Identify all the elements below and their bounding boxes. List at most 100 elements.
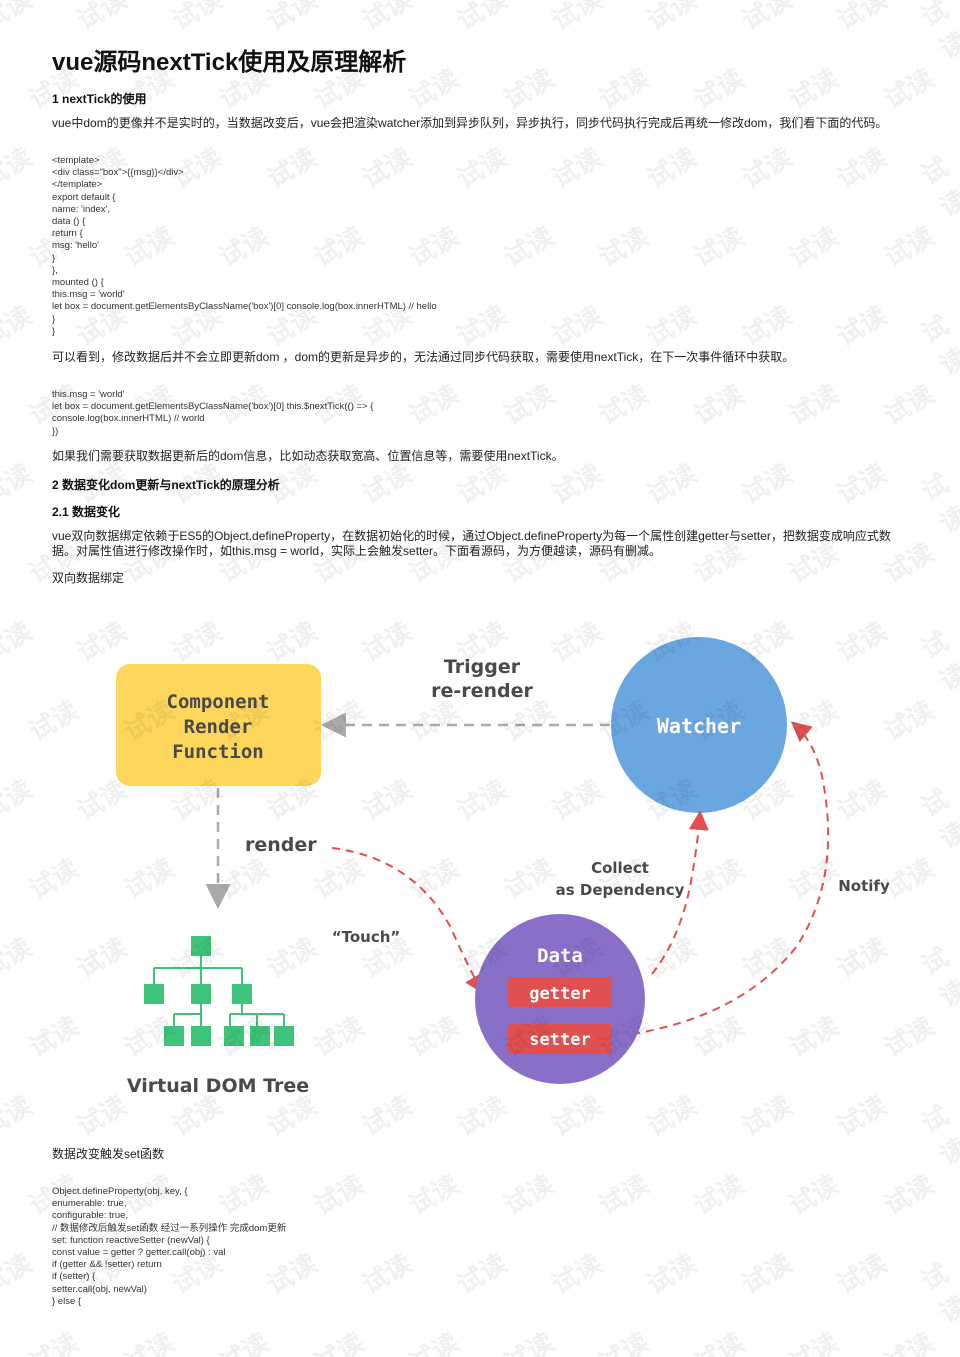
watermark-text: 试读 (357, 1248, 418, 1301)
vdom-label: Virtual DOM Tree (127, 1075, 309, 1097)
watermark-text: 试读 (916, 0, 960, 66)
watermark-text: 试读 (452, 1248, 513, 1301)
section-1-heading: 1 nextTick的使用 (52, 92, 147, 106)
watermark-text: 试读 (0, 1090, 38, 1143)
watermark-text: 试读 (879, 379, 940, 432)
section-2-heading: 2 数据变化dom更新与nextTick的原理分析 (52, 478, 280, 492)
watermark-text: 试读 (547, 0, 608, 37)
two-way-binding-diagram: Component Render Function Trigger re-ren… (116, 637, 890, 1097)
watermark-text: 试读 (309, 1169, 370, 1222)
code-line: name: 'index', (52, 203, 111, 215)
watermark-text: 试读 (547, 1248, 608, 1301)
watcher-circle (611, 637, 787, 813)
watermark-text: 试读 (879, 63, 940, 116)
code-line: export default { (52, 191, 116, 203)
code-line: }, (52, 264, 58, 276)
code-line: set: function reactiveSetter (newVal) { (52, 1234, 210, 1246)
trigger-label-1: Trigger (444, 656, 521, 678)
watermark-text: 试读 (0, 0, 38, 37)
watermark-text: 试读 (404, 379, 465, 432)
watermark-text: 试读 (642, 300, 703, 353)
collect-label-2: as Dependency (556, 881, 685, 899)
section-2-paragraph: vue双向数据绑定依赖于ES5的Object.defineProperty，在数… (52, 529, 891, 558)
watermark-text: 试读 (594, 221, 655, 274)
watermark-text: 试读 (689, 1169, 750, 1222)
watermark-text: 试读 (594, 379, 655, 432)
code-line: } (52, 313, 56, 325)
watermark-text: 试读 (262, 0, 323, 37)
watermark-text: 试读 (879, 221, 940, 274)
code-line: const value = getter ? getter.call(obj) … (52, 1247, 226, 1259)
page-title: vue源码nextTick使用及原理解析 (52, 49, 407, 76)
watermark-text: 试读 (119, 1327, 180, 1357)
diagram-caption: 双向数据绑定 (52, 571, 125, 585)
component-label-3: Function (172, 741, 264, 763)
code-line: } (52, 252, 56, 264)
watermark-text: 试读 (916, 784, 960, 856)
watermark-text: 试读 (737, 142, 798, 195)
section-2-1-heading: 2.1 数据变化 (52, 505, 121, 519)
watermark-text: 试读 (404, 1169, 465, 1222)
watcher-label: Watcher (657, 714, 741, 738)
watermark-text: 试读 (784, 379, 845, 432)
code-line: this.msg = 'world' (52, 289, 125, 301)
watermark-text: 试读 (916, 1258, 960, 1330)
watermark-text: 试读 (832, 300, 893, 353)
code-line: data () { (52, 216, 86, 228)
virtual-dom-tree-icon (144, 936, 294, 1046)
code-line: </template> (52, 179, 103, 191)
watermark-text: 试读 (309, 1327, 370, 1357)
code-block-2: this.msg = 'world'let box = document.get… (52, 389, 373, 438)
watermark-text: 试读 (916, 468, 960, 540)
watermark-text: 试读 (594, 1327, 655, 1357)
getter-label: getter (529, 984, 590, 1004)
code-line: let box = document.getElementsByClassNam… (52, 401, 374, 413)
code-line: } else { (52, 1295, 82, 1307)
watermark-text: 试读 (499, 1327, 560, 1357)
watermark-text: 试读 (594, 63, 655, 116)
touch-label: “Touch” (332, 928, 401, 946)
collect-label-1: Collect (591, 859, 649, 877)
code-line: Object.defineProperty(obj, key, { (52, 1186, 188, 1197)
data-label: Data (537, 945, 583, 967)
watermark-text: 试读 (499, 221, 560, 274)
watermark-text: 试读 (737, 1248, 798, 1301)
watermark-text: 试读 (452, 0, 513, 37)
watermark-text: 试读 (0, 300, 38, 353)
watermark-text: 试读 (357, 0, 418, 37)
watermark-text: 试读 (689, 221, 750, 274)
touch-arrow (331, 847, 485, 995)
render-label: render (245, 834, 317, 856)
trigger-label-2: re-render (431, 680, 533, 702)
code-line: let box = document.getElementsByClassNam… (52, 301, 437, 313)
code-line: return { (52, 228, 83, 240)
code-block-1: <template><div class="box">{{msg}}</div>… (52, 155, 437, 338)
component-render-box (116, 664, 321, 786)
watermark-text: 试读 (452, 300, 513, 353)
watermark-text: 试读 (689, 63, 750, 116)
watermark-text: 试读 (0, 774, 38, 827)
paragraph-3: 如果我们需要获取数据更新后的dom信息，比如动态获取宽高、位置信息等，需要使用n… (52, 449, 564, 463)
notify-label: Notify (838, 877, 890, 895)
watermark-text: 试读 (916, 310, 960, 382)
watermark-text: 试读 (0, 458, 38, 511)
component-label-2: Render (184, 716, 253, 738)
code-line: <template> (52, 155, 100, 166)
watermark-text: 试读 (452, 142, 513, 195)
notify-arrow (631, 721, 830, 1035)
watermark-text: 试读 (642, 0, 703, 37)
code-line: console.log(box.innerHTML) // world (52, 413, 205, 425)
component-label-1: Component (167, 691, 270, 713)
watermark-text: 试读 (499, 1169, 560, 1222)
watermark-text: 试读 (916, 942, 960, 1014)
watermark-text: 试读 (784, 1327, 845, 1357)
caption-set-function: 数据改变触发set函数 (52, 1147, 165, 1161)
watermark-text: 试读 (832, 1248, 893, 1301)
watermark-text: 试读 (879, 1169, 940, 1222)
watermark-text: 试读 (916, 1100, 960, 1172)
code-line: this.msg = 'world' (52, 389, 125, 400)
watermark-text: 试读 (689, 1327, 750, 1357)
watermark-text: 试读 (547, 300, 608, 353)
watermark-text: 试读 (832, 142, 893, 195)
getter-chip (508, 977, 612, 1007)
